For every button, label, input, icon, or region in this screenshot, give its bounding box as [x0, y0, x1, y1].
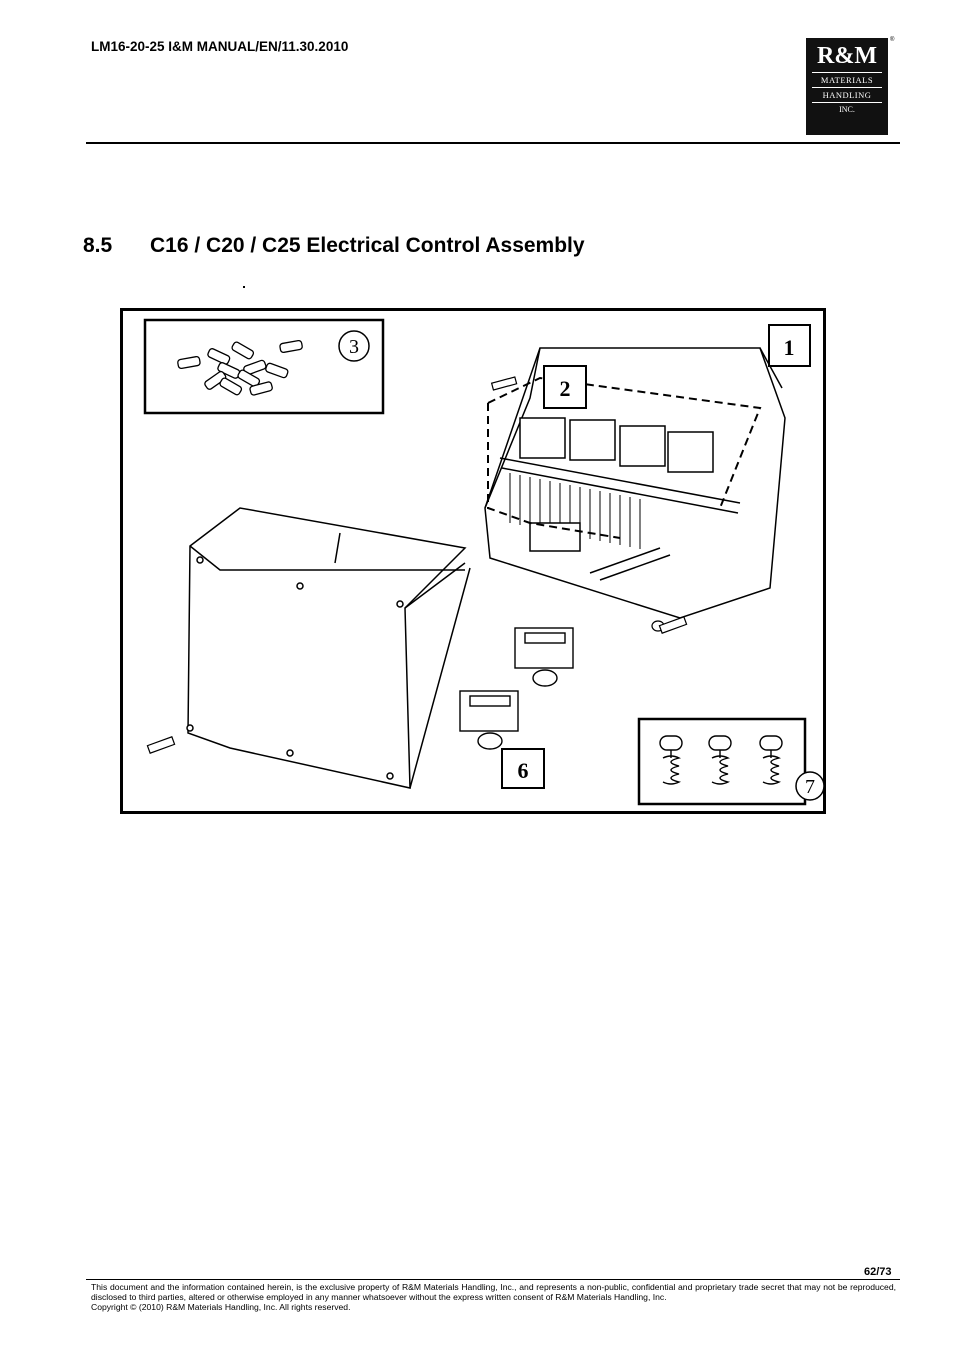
stray-dot — [243, 286, 245, 288]
button-blocks — [459, 627, 574, 750]
assembly-figure: 3 1 2 — [120, 308, 826, 814]
callout-2-box: 2 — [543, 365, 587, 409]
rm-logo: R&M MATERIALS HANDLING INC. — [806, 38, 888, 135]
spring-icons — [659, 735, 783, 785]
header-divider — [86, 142, 900, 144]
footer-divider — [86, 1279, 900, 1280]
document-id: LM16-20-25 I&M MANUAL/EN/11.30.2010 — [91, 39, 349, 54]
callout-7: 7 — [805, 776, 815, 798]
copyright-line: Copyright © (2010) R&M Materials Handlin… — [91, 1302, 351, 1312]
logo-handling: HANDLING — [812, 87, 882, 100]
section-number: 8.5 — [83, 234, 113, 257]
callout-6-box: 6 — [501, 748, 545, 789]
confidential-notice: This document and the information contai… — [91, 1282, 896, 1302]
callout-3: 3 — [349, 336, 359, 358]
section-heading: 8.5 C16 / C20 / C25 Electrical Control As… — [83, 234, 585, 258]
page-number: 62/73 — [864, 1266, 892, 1278]
control-housing — [484, 347, 786, 619]
callout-1: 1 — [784, 335, 795, 360]
logo-inc: INC. — [812, 102, 882, 114]
fuse-icons — [177, 339, 303, 396]
springs-inset: 7 — [637, 717, 825, 806]
front-cover — [186, 507, 471, 789]
fuses-inset: 3 — [143, 318, 385, 415]
callout-2: 2 — [560, 376, 571, 401]
logo-materials: MATERIALS — [812, 72, 882, 85]
cover-screw — [146, 736, 176, 754]
callout-1-box: 1 — [768, 324, 811, 367]
registered-mark: ® — [890, 37, 895, 43]
footer-notice: This document and the information contai… — [91, 1282, 896, 1312]
logo-rm: R&M — [817, 43, 877, 69]
callout-6: 6 — [518, 758, 529, 783]
section-title: C16 / C20 / C25 Electrical Control Assem… — [150, 234, 585, 257]
